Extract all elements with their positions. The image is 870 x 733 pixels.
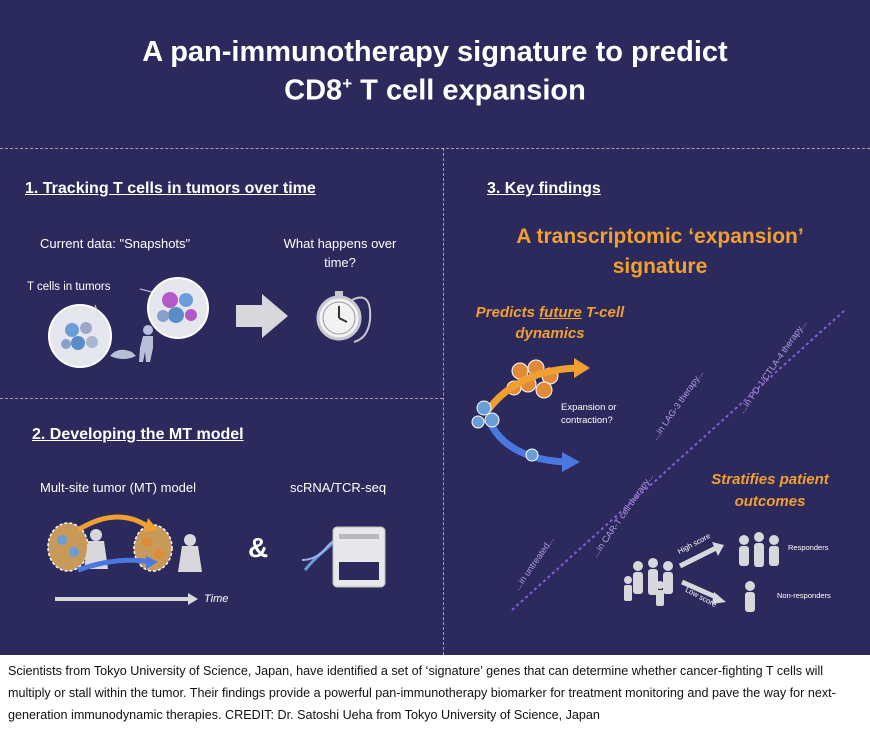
divider-vertical <box>443 148 444 655</box>
what-happens-line-2: time? <box>324 255 356 270</box>
what-happens-line-1: What happens over <box>283 236 397 251</box>
title-suffix: T cell expansion <box>352 74 586 107</box>
scrna-tcr-seq-label: scRNA/TCR-seq <box>290 480 387 495</box>
panel2-heading: 2. Developing the MT model <box>32 426 244 443</box>
signature-title-line-1: A transcriptomic ‘expansion’ <box>516 225 804 248</box>
panel1-illustration <box>48 277 372 368</box>
expansion-line-2: contraction? <box>561 415 613 426</box>
predicts-future: future <box>539 304 582 321</box>
tumor-large-icon <box>147 277 209 339</box>
title-cd8: CD8 <box>284 74 343 107</box>
stopwatch-icon <box>316 291 372 343</box>
low-score-arrow-icon <box>680 579 720 601</box>
title-line-2: CD8+ T cell expansion <box>0 74 870 108</box>
panel3-illustration <box>471 309 846 612</box>
non-responders-label: Non-responders <box>777 591 831 600</box>
separator-dashed-line <box>511 309 846 611</box>
t-cells-label: T cells in tumors <box>27 281 111 293</box>
signature-title-line-2: signature <box>612 255 708 278</box>
panel2-illustration <box>47 514 386 605</box>
arrow-right-icon <box>236 294 288 338</box>
panel1-heading: 1. Tracking T cells in tumors over time <box>25 180 316 197</box>
predicts-suffix: T-cell <box>581 304 625 321</box>
stratifies-line-2: outcomes <box>734 493 806 510</box>
non-responders-icon <box>745 581 755 612</box>
predicts-prefix: Predicts <box>475 304 540 321</box>
caption-text: Scientists from Tokyo University of Scie… <box>8 664 836 722</box>
predicts-line-2: dynamics <box>515 325 585 342</box>
current-data-label: Current data: "Snapshots" <box>40 236 191 251</box>
sequencer-machine-icon <box>332 526 386 588</box>
mouse-right-icon <box>178 534 202 572</box>
mt-model-label: Mult-site tumor (MT) model <box>40 480 197 495</box>
divider-horizontal-left <box>0 398 443 399</box>
stratifies-line-1: Stratifies patient <box>711 471 829 488</box>
title-superscript: + <box>342 74 353 93</box>
responders-label: Responders <box>788 543 829 552</box>
ampersand: & <box>248 532 269 563</box>
responders-group-icon <box>739 532 779 567</box>
tumor-small-icon <box>48 304 112 368</box>
panel3-heading: 3. Key findings <box>487 180 601 197</box>
expansion-arrow-icon <box>485 364 579 413</box>
predicts-line-1: Predicts future T-cell <box>455 304 645 321</box>
title-line-1: A pan-immunotherapy signature to predict <box>142 36 728 68</box>
orange-transfer-arrow-icon <box>76 514 152 533</box>
researcher-with-mouse-icon <box>110 325 153 362</box>
blue-transfer-arrow-icon <box>77 557 151 573</box>
start-t-cells-icon <box>471 400 539 462</box>
patient-group-icon <box>624 558 673 606</box>
high-score-arrow-icon <box>678 545 718 569</box>
time-label: Time <box>204 593 229 605</box>
divider-horizontal-top <box>0 148 870 149</box>
expansion-line-1: Expansion or <box>561 402 617 413</box>
infographic: A pan-immunotherapy signature to predict… <box>0 0 870 655</box>
